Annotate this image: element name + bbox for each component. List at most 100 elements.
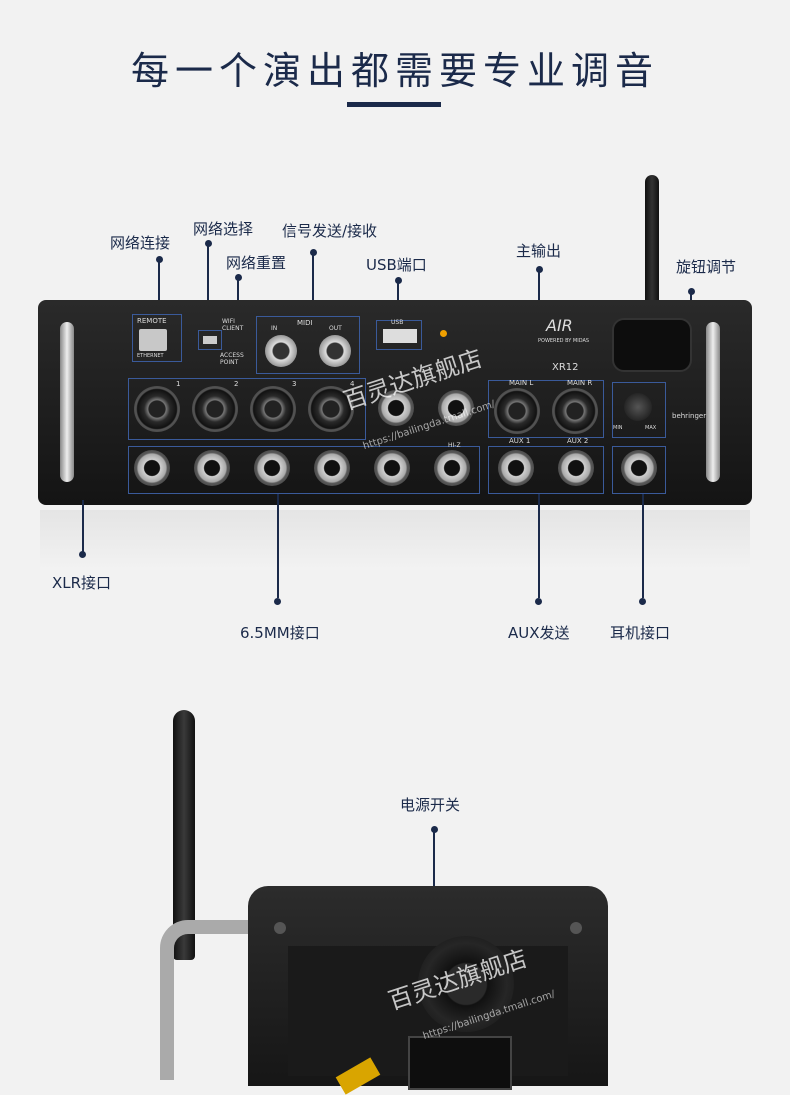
leader-line — [642, 494, 644, 598]
label-network-select: 网络选择 — [193, 220, 254, 238]
antenna-rear — [173, 710, 195, 960]
headphone-jack[interactable] — [621, 450, 657, 486]
leader-dot — [235, 274, 242, 281]
main-out-right[interactable] — [552, 388, 598, 434]
usb-box: USB — [376, 319, 422, 350]
xlr-input-4[interactable] — [308, 386, 354, 432]
ethernet-port[interactable] — [139, 329, 167, 351]
aux-out-1[interactable] — [498, 450, 534, 486]
ch-num: 2 — [234, 380, 239, 388]
leader-dot — [310, 249, 317, 256]
jack-input-7[interactable] — [134, 450, 170, 486]
label-jack65: 6.5MM接口 — [240, 624, 320, 642]
screw — [570, 922, 582, 934]
level-knob-box: MIN MAX — [612, 382, 666, 438]
label-network-connect: 网络连接 — [110, 234, 171, 252]
behringer-logo: behringer — [672, 412, 707, 420]
label-knob: 旋钮调节 — [676, 258, 737, 276]
aux1-text: AUX 1 — [509, 437, 531, 445]
leader-line — [538, 494, 540, 598]
usb-port[interactable] — [383, 329, 417, 343]
midi-in-text: IN — [271, 325, 278, 332]
min-text: MIN — [613, 425, 623, 431]
title-underline — [347, 102, 441, 107]
xlr-box — [128, 378, 366, 440]
left-handle — [60, 322, 74, 482]
powered-by-text: POWERED BY MIDAS — [538, 338, 590, 344]
device-reflection — [40, 510, 750, 570]
leader-line — [82, 500, 84, 552]
label-aux: AUX发送 — [508, 624, 570, 642]
leader-line — [277, 494, 279, 598]
model-text: XR12 — [552, 362, 579, 373]
remote-text: REMOTE — [137, 317, 167, 325]
power-led — [440, 330, 447, 337]
jack-input-8[interactable] — [194, 450, 230, 486]
usb-text: USB — [391, 319, 404, 326]
leader-dot — [79, 551, 86, 558]
leader-dot — [274, 598, 281, 605]
wifi-mode-switch[interactable] — [203, 336, 217, 344]
ethernet-text: ETHERNET — [137, 353, 164, 359]
midi-out-port[interactable] — [319, 335, 351, 367]
leader-dot — [535, 598, 542, 605]
midi-in-port[interactable] — [265, 335, 297, 367]
brand-air: AIR — [546, 316, 573, 335]
leader-dot — [688, 288, 695, 295]
jack-input-12[interactable] — [434, 450, 470, 486]
main-out-left[interactable] — [494, 388, 540, 434]
leader-dot — [395, 277, 402, 284]
midi-out-text: OUT — [329, 325, 342, 332]
jack-input-6[interactable] — [438, 390, 474, 426]
max-text: MAX — [645, 425, 657, 431]
midi-text: MIDI — [297, 319, 313, 327]
leader-line — [207, 244, 209, 329]
jack-input-11[interactable] — [374, 450, 410, 486]
leader-line — [158, 260, 160, 316]
ethernet-box: REMOTE ETHERNET — [132, 314, 182, 362]
ch-num: 4 — [350, 380, 355, 388]
page-title: 每一个演出都需要专业调音 — [130, 49, 659, 93]
aux-out-2[interactable] — [558, 450, 594, 486]
label-xlr: XLR接口 — [52, 574, 112, 592]
label-headphone: 耳机接口 — [610, 624, 671, 642]
leader-dot — [156, 256, 163, 263]
access-point-text: ACCESS POINT — [220, 352, 244, 366]
leader-dot — [536, 266, 543, 273]
label-network-reset: 网络重置 — [226, 254, 287, 272]
jack-input-10[interactable] — [314, 450, 350, 486]
rear-device — [248, 886, 608, 1095]
power-switch-area[interactable] — [408, 1036, 512, 1090]
main-l-text: MAIN L — [509, 379, 534, 387]
xlr-input-1[interactable] — [134, 386, 180, 432]
aux2-text: AUX 2 — [567, 437, 589, 445]
jack-row-box — [128, 446, 480, 494]
main-r-text: MAIN R — [567, 379, 593, 387]
ch-num: 3 — [292, 380, 297, 388]
headphone-box — [612, 446, 666, 494]
midi-box: MIDI IN OUT — [256, 316, 360, 374]
antenna-base — [612, 318, 692, 372]
wifi-client-text: WIFI CLIENT — [222, 318, 244, 332]
ch-num: 1 — [176, 380, 181, 388]
xlr-input-3[interactable] — [250, 386, 296, 432]
leader-dot — [639, 598, 646, 605]
hiz-text: HI-Z — [448, 442, 461, 449]
leader-dot — [205, 240, 212, 247]
wifi-switch-box — [198, 330, 222, 350]
aux-box: AUX 1 AUX 2 — [488, 437, 604, 494]
label-power: 电源开关 — [400, 796, 461, 814]
jack-input-9[interactable] — [254, 450, 290, 486]
right-handle — [706, 322, 720, 482]
leader-line — [312, 253, 314, 318]
mixer-device: REMOTE ETHERNET WIFI CLIENT ACCESS POINT… — [38, 300, 752, 505]
label-signal: 信号发送/接收 — [282, 222, 378, 240]
label-main-out: 主输出 — [516, 242, 562, 260]
xlr-input-2[interactable] — [192, 386, 238, 432]
jack-input-5[interactable] — [378, 390, 414, 426]
leader-dot — [431, 826, 438, 833]
level-knob[interactable] — [624, 393, 652, 421]
screw — [274, 922, 286, 934]
fan-grille — [418, 936, 514, 1032]
main-out-box: MAIN L MAIN R — [488, 379, 604, 438]
